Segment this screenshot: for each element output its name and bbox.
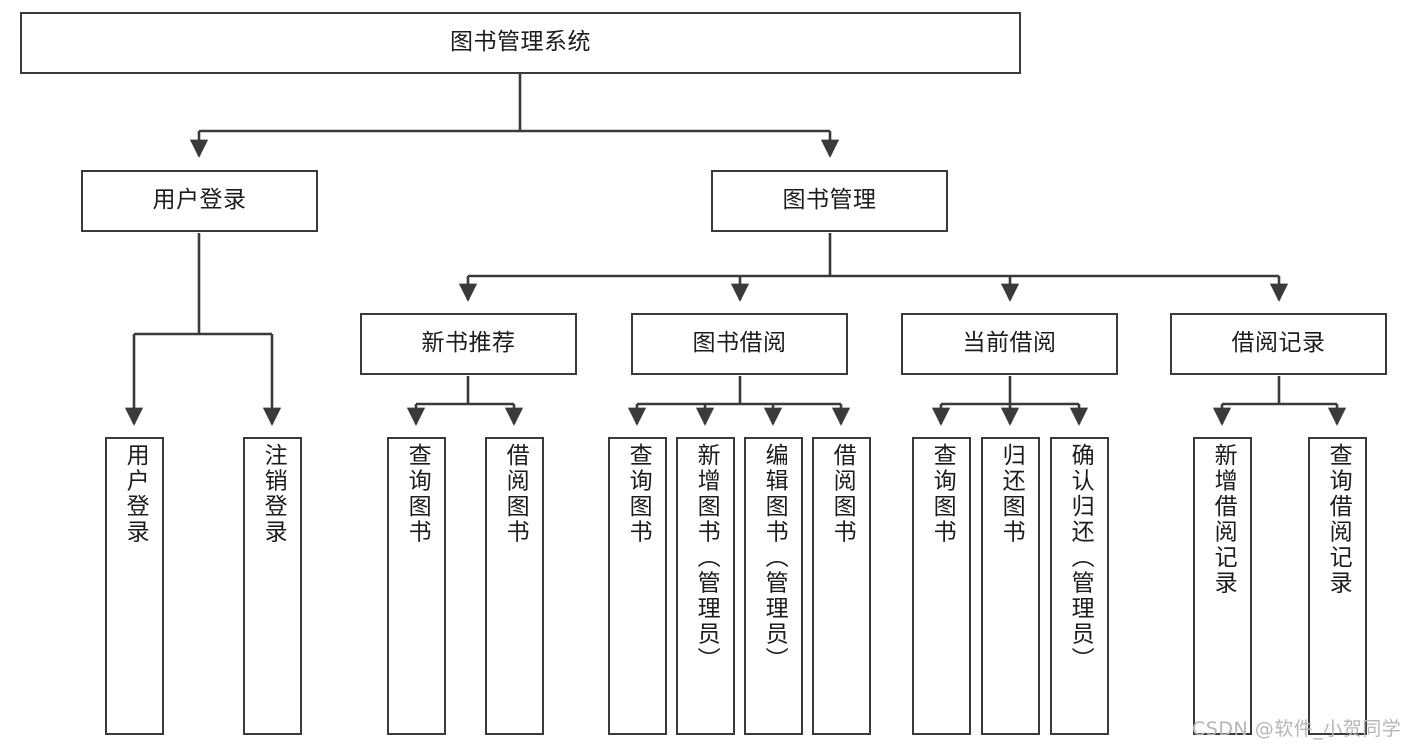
node-label: 借阅记录 xyxy=(1231,330,1326,357)
node-label: 当前借阅 xyxy=(962,330,1057,357)
node-label: 查询借阅记录 xyxy=(1325,443,1352,596)
node-label: 新增图书（管理员） xyxy=(693,443,720,673)
node-user-login[interactable]: 用户登录 xyxy=(81,170,318,232)
leaf-user-login-logout[interactable]: 注销登录 xyxy=(243,437,302,735)
leaf-new-book-query-books[interactable]: 查询图书 xyxy=(387,437,446,735)
node-label: 查询图书 xyxy=(404,443,431,545)
node-label: 用户登录 xyxy=(122,443,149,545)
leaf-book-borrow-query-books[interactable]: 查询图书 xyxy=(608,437,667,735)
leaf-current-borrow-return-books[interactable]: 归还图书 xyxy=(981,437,1040,735)
node-label: 借阅图书 xyxy=(502,443,529,545)
node-book-management[interactable]: 图书管理 xyxy=(711,170,948,232)
node-borrowing-records[interactable]: 借阅记录 xyxy=(1170,313,1387,375)
leaf-current-borrow-confirm-return-admin[interactable]: 确认归还（管理员） xyxy=(1050,437,1109,735)
node-label: 借阅图书 xyxy=(829,443,856,545)
node-label: 查询图书 xyxy=(929,443,956,545)
node-label: 查询图书 xyxy=(625,443,652,545)
csdn-watermark: CSDN @软件_小贺同学 xyxy=(1192,718,1402,740)
node-label: 确认归还（管理员） xyxy=(1067,443,1094,673)
leaf-current-borrow-query-books[interactable]: 查询图书 xyxy=(912,437,971,735)
leaf-user-login-login[interactable]: 用户登录 xyxy=(105,437,164,735)
node-current-borrowing[interactable]: 当前借阅 xyxy=(901,313,1118,375)
node-label: 新书推荐 xyxy=(421,330,516,357)
node-label: 图书管理系统 xyxy=(450,29,591,56)
leaf-book-borrow-add-book-admin[interactable]: 新增图书（管理员） xyxy=(676,437,735,735)
node-new-book-recommendation[interactable]: 新书推荐 xyxy=(360,313,577,375)
node-label: 用户登录 xyxy=(152,187,247,214)
leaf-book-borrow-edit-book-admin[interactable]: 编辑图书（管理员） xyxy=(744,437,803,735)
node-book-borrowing[interactable]: 图书借阅 xyxy=(631,313,848,375)
leaf-borrow-record-add-record[interactable]: 新增借阅记录 xyxy=(1193,437,1252,735)
node-label: 编辑图书（管理员） xyxy=(761,443,788,673)
leaf-borrow-record-query-record[interactable]: 查询借阅记录 xyxy=(1308,437,1367,735)
node-label: 图书管理 xyxy=(782,187,877,214)
node-root-book-management-system[interactable]: 图书管理系统 xyxy=(20,12,1021,74)
leaf-new-book-borrow-books[interactable]: 借阅图书 xyxy=(485,437,544,735)
node-label: 新增借阅记录 xyxy=(1210,443,1237,596)
node-label: 图书借阅 xyxy=(692,330,787,357)
leaf-book-borrow-borrow-books[interactable]: 借阅图书 xyxy=(812,437,871,735)
node-label: 归还图书 xyxy=(998,443,1025,545)
node-label: 注销登录 xyxy=(260,443,287,545)
